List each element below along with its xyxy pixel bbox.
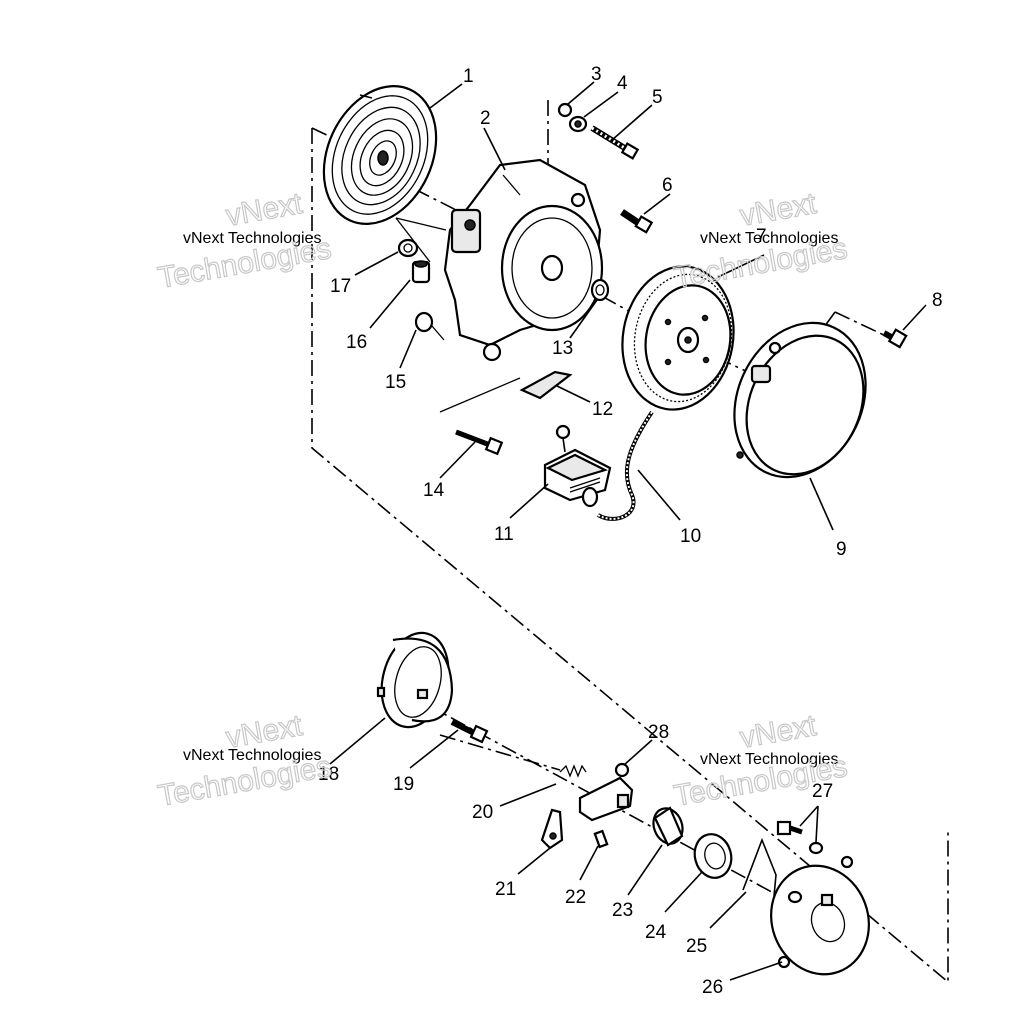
callout-22: 22 xyxy=(565,887,586,908)
callout-13: 13 xyxy=(552,338,573,359)
part-drive-cup xyxy=(376,631,454,729)
part-spacer-15 xyxy=(414,311,434,333)
callout-20: 20 xyxy=(472,802,493,823)
part-bolt-6 xyxy=(620,209,654,234)
part-pin-22 xyxy=(593,829,609,849)
part-nut-3 xyxy=(557,102,573,118)
part-washer-24 xyxy=(693,833,733,879)
callout-6: 6 xyxy=(662,175,673,196)
callout-7: 7 xyxy=(756,226,767,247)
part-pawl xyxy=(540,808,564,850)
callout-28: 28 xyxy=(648,722,669,743)
watermark-line2: vNext Technologies xyxy=(700,230,838,247)
callout-labels: 1 2 3 4 5 6 7 8 9 10 11 12 13 14 15 16 1… xyxy=(318,64,943,998)
part-screw-8 xyxy=(882,328,908,349)
watermark-line1: vNext xyxy=(737,709,819,755)
watermark-left-bottom: vNext vNext Technologies Technologies xyxy=(155,708,334,813)
watermark-line2: vNext Technologies xyxy=(183,230,321,247)
callout-2: 2 xyxy=(480,108,491,129)
callout-11: 11 xyxy=(494,524,514,545)
callout-8: 8 xyxy=(932,290,943,311)
part-retainer-plate xyxy=(770,855,870,976)
watermark-right-bottom: vNext vNext Technologies Technologies xyxy=(671,708,850,813)
callout-15: 15 xyxy=(385,372,406,393)
part-pulley xyxy=(621,265,735,411)
callout-14: 14 xyxy=(423,480,445,501)
callout-3: 3 xyxy=(591,64,602,85)
part-recoil-spring xyxy=(322,85,438,225)
callout-19: 19 xyxy=(393,774,414,795)
part-handle-insert xyxy=(519,370,573,400)
part-pawl-plate xyxy=(578,762,634,822)
part-starter-housing xyxy=(443,158,604,362)
callout-26: 26 xyxy=(702,977,723,998)
part-pawl-spring xyxy=(559,764,587,778)
callout-12: 12 xyxy=(592,399,613,420)
callout-18: 18 xyxy=(318,764,339,785)
part-fitting-16 xyxy=(411,260,431,284)
leader-lines xyxy=(329,81,927,981)
callout-16: 16 xyxy=(346,332,367,353)
watermark-line1: vNext xyxy=(737,187,819,233)
callout-23: 23 xyxy=(612,900,633,921)
part-screw-19 xyxy=(450,719,489,744)
callout-5: 5 xyxy=(652,87,663,108)
callout-24: 24 xyxy=(645,922,667,943)
watermark-left-top: vNext vNext Technologies Technologies xyxy=(155,186,334,295)
watermark-line1: vNext xyxy=(223,187,305,233)
part-screw-washer-27 xyxy=(776,820,824,855)
part-bolt-5 xyxy=(590,125,640,160)
part-starter-cover xyxy=(733,321,867,479)
watermark-line2: vNext Technologies xyxy=(183,747,321,764)
callout-1: 1 xyxy=(463,66,474,87)
callout-21: 21 xyxy=(495,879,516,900)
watermark-line2: vNext Technologies xyxy=(700,751,838,768)
parts-15-17-bracket-lines xyxy=(395,217,521,413)
part-bushing-13 xyxy=(590,278,610,302)
part-starter-handle xyxy=(543,424,612,508)
watermark-right-top: vNext vNext Technologies Technologies xyxy=(671,186,850,295)
part-starter-rope xyxy=(596,410,654,521)
part-brake-spring xyxy=(742,837,777,897)
callout-9: 9 xyxy=(836,539,847,560)
part-bolt-14 xyxy=(455,429,504,456)
part-washer-17 xyxy=(397,238,419,258)
callout-27: 27 xyxy=(812,781,833,802)
callout-17: 17 xyxy=(330,276,351,297)
part-washer-4 xyxy=(568,115,588,133)
callout-10: 10 xyxy=(680,526,701,547)
callout-25: 25 xyxy=(686,936,707,957)
callout-4: 4 xyxy=(617,73,628,94)
part-bushing-23 xyxy=(652,806,684,847)
